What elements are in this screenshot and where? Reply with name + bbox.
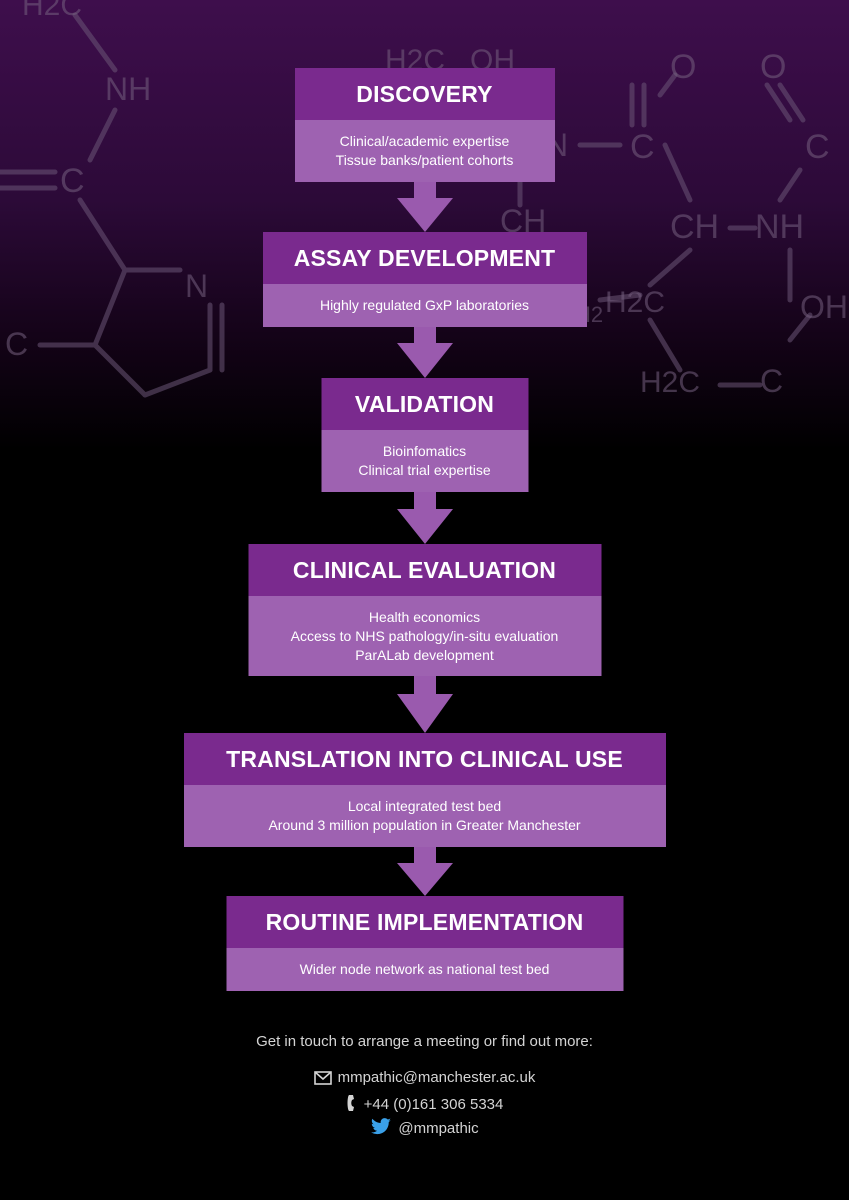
molecule-label: C (630, 128, 655, 166)
flow-arrow-icon (396, 492, 453, 544)
flow-step-line: Highly regulated GxP laboratories (319, 297, 530, 313)
flow-step-line: Health economics (368, 608, 481, 625)
contact-email[interactable]: mmpathic@manchester.ac.uk (337, 1069, 536, 1086)
flow-step-title: VALIDATION (321, 378, 528, 430)
flow-step-title: ROUTINE IMPLEMENTATION (226, 896, 623, 948)
molecule-label: C (60, 162, 85, 200)
flow-arrow-icon (396, 182, 453, 232)
flow-step-line: Bioinfomatics (382, 443, 467, 459)
molecule-label: CH (670, 208, 719, 246)
flow-step-description: Highly regulated GxP laboratories (262, 284, 587, 327)
contact-intro: Get in touch to arrange a meeting or fin… (256, 1033, 593, 1050)
molecule-label: O (670, 48, 696, 86)
flow-arrow-icon (396, 327, 453, 378)
flow-step-title: CLINICAL EVALUATION (248, 544, 601, 596)
flow-step-line: Local integrated test bed (347, 798, 502, 814)
flow-step-title: DISCOVERY (294, 68, 555, 120)
contact-email-row: mmpathic@manchester.ac.uk (0, 1068, 849, 1088)
twitter-bird-icon (371, 1118, 392, 1135)
molecule-label: O (760, 48, 786, 86)
flow-step: ROUTINE IMPLEMENTATION Wider node network… (226, 896, 623, 991)
flow-step-title: ASSAY DEVELOPMENT (262, 232, 587, 284)
flow-step-line: Wider node network as national test bed (299, 961, 550, 977)
molecule-label: C (760, 363, 783, 399)
flow-step-line: Tissue banks/patient cohorts (335, 152, 514, 168)
flow-arrow-icon (396, 676, 453, 733)
molecule-label: OH (800, 289, 848, 325)
molecule-label: NH (755, 208, 804, 246)
flow-step-description: Wider node network as national test bed (226, 948, 623, 991)
flow-step-title: TRANSLATION INTO CLINICAL USE (183, 733, 666, 785)
contact-twitter[interactable]: @mmpathic (398, 1120, 479, 1137)
flow-step: ASSAY DEVELOPMENT Highly regulated GxP la… (262, 232, 587, 327)
envelope-icon (313, 1071, 332, 1085)
molecule-label: C (805, 128, 830, 166)
flow-step-line: ParALab development (355, 646, 494, 663)
molecule-label: NH (105, 71, 151, 107)
molecule-label: C (5, 326, 28, 362)
contact-phone[interactable]: +44 (0)161 306 5334 (363, 1096, 504, 1113)
molecule-label: H2C (640, 366, 700, 399)
flow-step-line: Access to NHS pathology/in-situ evaluati… (290, 627, 559, 644)
flow-step-line: Around 3 million population in Greater M… (268, 817, 581, 833)
molecule-label: H2C (22, 0, 82, 22)
molecule-label: N (185, 268, 208, 304)
flow-step-line: Clinical/academic expertise (339, 133, 510, 149)
flow-step-line: Clinical trial expertise (358, 462, 491, 478)
phone-icon (347, 1095, 354, 1111)
contact-twitter-row: @mmpathic (0, 1118, 849, 1139)
flow-arrow-icon (396, 847, 453, 896)
contact-phone-row: +44 (0)161 306 5334 (0, 1094, 849, 1115)
molecule-label: H2C (605, 286, 665, 319)
